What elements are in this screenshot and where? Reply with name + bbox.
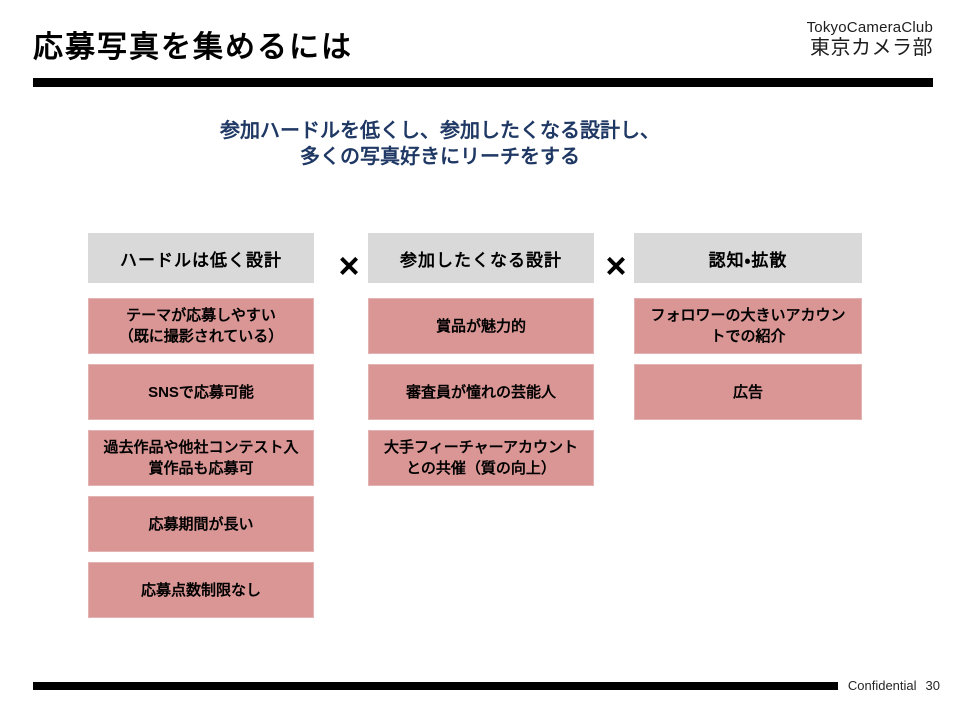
column-item: 賞品が魅力的 <box>368 298 594 354</box>
tokyo-camera-club-logo: TokyoCameraClub 東京カメラ部 <box>806 19 933 59</box>
footer-divider-bar <box>33 682 838 690</box>
page-number: 30 <box>925 678 940 693</box>
logo-text-jp: 東京カメラ部 <box>810 36 933 59</box>
column-awareness-spread: 認知・拡散 フォロワーの大きいアカウン トでの紹介 広告 <box>634 233 862 430</box>
column-header: 参加したくなる設計 <box>368 233 594 283</box>
confidential-label: Confidential <box>847 678 917 693</box>
column-low-hurdle: ハードルは低く設計 テーマが応募しやすい （既に撮影されている） SNSで応募可… <box>88 233 314 628</box>
column-header: 認知・拡散 <box>634 233 862 283</box>
title-divider-bar <box>33 78 933 87</box>
logo-text-en: TokyoCameraClub <box>806 19 933 36</box>
multiply-icon: × <box>605 245 627 286</box>
column-item: 広告 <box>634 364 862 420</box>
column-item: SNSで応募可能 <box>88 364 314 420</box>
column-item: テーマが応募しやすい （既に撮影されている） <box>88 298 314 354</box>
column-want-to-join: 参加したくなる設計 賞品が魅力的 審査員が憧れの芸能人 大手フィーチャーアカウン… <box>368 233 594 496</box>
column-item: フォロワーの大きいアカウン トでの紹介 <box>634 298 862 354</box>
lead-message: 参加ハードルを低くし、参加したくなる設計し、 多くの写真好きにリーチをする <box>220 120 660 169</box>
column-item: 応募期間が長い <box>88 496 314 552</box>
column-item: 過去作品や他社コンテスト入 賞作品も応募可 <box>88 430 314 486</box>
multiply-icon: × <box>338 245 360 286</box>
confidential-footer: Confidential 30 <box>848 678 940 693</box>
column-item: 審査員が憧れの芸能人 <box>368 364 594 420</box>
column-item: 大手フィーチャーアカウント との共催（質の向上） <box>368 430 594 486</box>
column-header: ハードルは低く設計 <box>88 233 314 283</box>
column-item: 応募点数制限なし <box>88 562 314 618</box>
page-title: 応募写真を集めるには <box>33 31 353 64</box>
